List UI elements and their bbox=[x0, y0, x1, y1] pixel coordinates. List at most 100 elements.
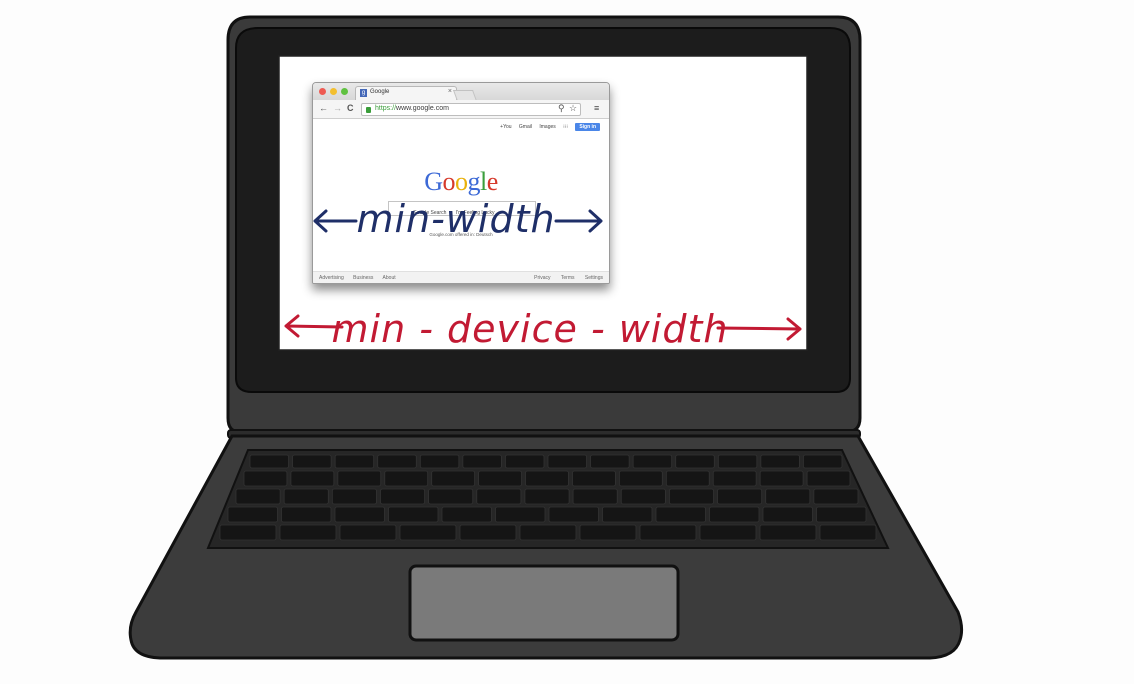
keyboard-key bbox=[759, 524, 817, 541]
keyboard-key bbox=[759, 470, 804, 487]
keyboard-key bbox=[292, 454, 332, 469]
logo-letter: o bbox=[442, 167, 456, 196]
maximize-window-button[interactable] bbox=[341, 88, 348, 95]
keyboard-key bbox=[243, 470, 288, 487]
keyboard-key bbox=[572, 488, 618, 505]
apps-grid-icon[interactable]: ⁝⁝⁝ bbox=[563, 124, 568, 130]
google-footer: Advertising Business About Privacy Terms… bbox=[313, 271, 609, 283]
keyboard-key bbox=[281, 506, 332, 523]
lock-icon bbox=[366, 107, 371, 113]
star-icon[interactable]: ☆ bbox=[569, 103, 578, 113]
min-device-width-annotation bbox=[284, 314, 802, 341]
search-icon[interactable]: ⚲ bbox=[558, 103, 565, 113]
feeling-lucky-button[interactable]: I'm Feeling Lucky bbox=[455, 210, 495, 216]
logo-letter: o bbox=[455, 167, 468, 196]
keyboard-key bbox=[290, 470, 335, 487]
link-plus-you[interactable]: +You bbox=[500, 124, 512, 130]
keyboard-key bbox=[459, 524, 517, 541]
url-host: www.google.com bbox=[396, 105, 449, 112]
footer-link-business[interactable]: Business bbox=[353, 275, 374, 281]
logo-letter: l bbox=[480, 167, 487, 196]
keyboard-key bbox=[441, 506, 492, 523]
min-device-width-label: min - device - width bbox=[332, 307, 729, 351]
forward-arrow-icon[interactable]: → bbox=[333, 103, 342, 113]
google-search-input[interactable] bbox=[388, 201, 536, 216]
keyboard-key bbox=[428, 488, 474, 505]
keyboard-key bbox=[384, 470, 429, 487]
reload-icon[interactable]: C bbox=[347, 103, 354, 113]
tab-strip: g Google × bbox=[313, 83, 609, 101]
keyboard-key bbox=[618, 470, 663, 487]
min-width-right-arrow bbox=[554, 209, 603, 233]
footer-link-advertising[interactable]: Advertising bbox=[319, 275, 344, 281]
keyboard-key bbox=[235, 488, 281, 505]
keyboard-key bbox=[572, 470, 616, 487]
trackpad bbox=[408, 564, 680, 642]
keyboard-key bbox=[399, 524, 457, 541]
logo-letter: G bbox=[424, 167, 443, 196]
keyboard-key bbox=[334, 506, 385, 523]
keyboard-key bbox=[388, 506, 439, 523]
link-images[interactable]: Images bbox=[539, 124, 556, 130]
keyboard-key bbox=[227, 506, 278, 523]
url-text: https://www.google.com bbox=[375, 105, 449, 112]
keyboard-key bbox=[665, 470, 710, 487]
keyboard-key bbox=[334, 454, 375, 469]
language-offer: Google.com offered in: Deutsch bbox=[429, 232, 493, 237]
footer-link-settings[interactable]: Settings bbox=[584, 275, 603, 281]
keyboard-key bbox=[249, 454, 289, 469]
browser-window: g Google × ← → C https://www.google.com … bbox=[312, 82, 610, 284]
keyboard-key bbox=[419, 454, 460, 469]
keyboard-key bbox=[803, 454, 843, 469]
keyboard-key bbox=[283, 488, 329, 505]
back-arrow-icon[interactable]: ← bbox=[319, 103, 328, 113]
keyboard-key bbox=[331, 488, 377, 505]
link-gmail[interactable]: Gmail bbox=[518, 124, 532, 130]
keyboard-key bbox=[524, 488, 570, 505]
keyboard-key bbox=[602, 506, 653, 523]
keyboard-key bbox=[816, 506, 867, 523]
keyboard-key bbox=[712, 470, 757, 487]
address-bar[interactable]: https://www.google.com ⚲ ☆ bbox=[361, 103, 581, 116]
google-favicon-icon: g bbox=[360, 89, 367, 97]
keyboard-key bbox=[431, 470, 476, 487]
keyboard-key bbox=[377, 454, 417, 469]
keyboard-key bbox=[762, 506, 813, 523]
footer-link-terms[interactable]: Terms bbox=[560, 275, 575, 281]
keyboard-key bbox=[547, 454, 587, 469]
browser-toolbar: ← → C https://www.google.com ⚲ ☆ ≡ bbox=[313, 100, 609, 119]
keyboard-key bbox=[632, 454, 673, 469]
keyboard-key bbox=[548, 506, 599, 523]
tab-title: Google bbox=[370, 89, 390, 95]
logo-letter: e bbox=[486, 167, 499, 196]
minimize-window-button[interactable] bbox=[330, 88, 337, 95]
keyboard-key bbox=[668, 488, 714, 505]
tab-google[interactable]: g Google × bbox=[355, 86, 457, 101]
min-width-left-arrow bbox=[313, 209, 358, 233]
keyboard-key bbox=[495, 506, 546, 523]
keyboard-key bbox=[806, 470, 851, 487]
keyboard-key bbox=[337, 470, 382, 487]
keyboard-key bbox=[462, 454, 502, 469]
menu-icon[interactable]: ≡ bbox=[594, 103, 600, 113]
keyboard-key bbox=[279, 524, 337, 541]
url-scheme: https:// bbox=[375, 105, 397, 112]
close-window-button[interactable] bbox=[319, 88, 326, 95]
keyboard-key bbox=[709, 506, 760, 523]
footer-link-about[interactable]: About bbox=[382, 275, 396, 281]
keyboard-key bbox=[655, 506, 706, 523]
sign-in-button[interactable]: Sign in bbox=[575, 123, 600, 131]
keyboard-key bbox=[525, 470, 569, 487]
google-search-button[interactable]: Google Search bbox=[413, 210, 447, 216]
keyboard-key bbox=[699, 524, 757, 541]
keyboard-key bbox=[819, 524, 877, 541]
tab-close-icon[interactable]: × bbox=[447, 88, 452, 95]
keyboard-key bbox=[760, 454, 800, 469]
google-logo: Google bbox=[313, 167, 609, 197]
min-device-width-right-arrow bbox=[716, 317, 802, 341]
keyboard-key bbox=[717, 454, 758, 469]
keyboard-key bbox=[590, 454, 630, 469]
keyboard-key bbox=[219, 524, 277, 541]
footer-link-privacy[interactable]: Privacy bbox=[534, 275, 551, 281]
